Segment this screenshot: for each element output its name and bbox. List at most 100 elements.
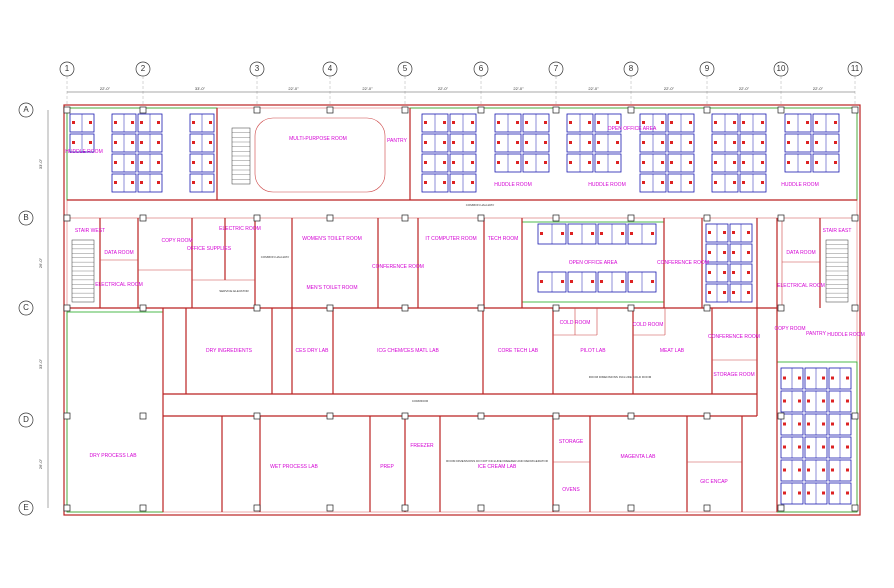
room-label-storage-e: STORAGE ROOM bbox=[713, 372, 754, 378]
column-marker bbox=[552, 504, 560, 512]
room-label-huddle-n2: HUDDLE ROOM bbox=[588, 182, 626, 188]
room-label-electrical-w: ELECTRICAL ROOM bbox=[95, 282, 143, 288]
column-label: 11 bbox=[851, 64, 860, 73]
row-dimension: 26'-0" bbox=[38, 458, 43, 469]
row-bubble-C: C bbox=[18, 300, 34, 316]
room-label-open-office-n: OPEN OFFICE AREA bbox=[608, 126, 657, 132]
column-marker bbox=[326, 214, 334, 222]
room-label-huddle-ne: HUDDLE ROOM bbox=[781, 182, 819, 188]
room-label-prep: PREP bbox=[380, 464, 394, 470]
room-label-open-office-c: OPEN OFFICE AREA bbox=[569, 260, 618, 266]
structural-columns bbox=[63, 106, 859, 512]
room-label-gic-encap: GIC ENCAP bbox=[700, 479, 728, 485]
row-dimension: 33'-0" bbox=[38, 358, 43, 369]
column-marker bbox=[851, 106, 859, 114]
room-labels: HUDDLE ROOM MULTI-PURPOSE ROOM PANTRY OP… bbox=[65, 126, 865, 493]
stair-west-symbol bbox=[71, 239, 95, 303]
column-bubble-7: 7 bbox=[548, 61, 564, 105]
room-label-electric-room: ELECTRIC ROOM bbox=[219, 226, 261, 232]
column-marker bbox=[326, 304, 334, 312]
room-label-data-room-w: DATA ROOM bbox=[104, 250, 133, 256]
room-label-conference-se: CONFERENCE ROOM bbox=[708, 334, 760, 340]
column-marker bbox=[253, 504, 261, 512]
room-label-ces-dry-lab: CES DRY LAB bbox=[296, 348, 330, 354]
column-marker bbox=[401, 304, 409, 312]
room-label-icg-chem: ICG CHEM/CES MATL LAB bbox=[377, 348, 439, 354]
column-bubble-10: 10 bbox=[773, 61, 789, 105]
column-bubble-4: 4 bbox=[322, 61, 338, 105]
column-marker bbox=[851, 304, 859, 312]
workstation-cluster bbox=[494, 113, 550, 173]
column-marker bbox=[627, 106, 635, 114]
row-dimension: 26'-0" bbox=[38, 257, 43, 268]
room-label-electrical-e: ELECTRICAL ROOM bbox=[777, 283, 825, 289]
column-marker bbox=[552, 214, 560, 222]
column-marker bbox=[401, 412, 409, 420]
column-marker bbox=[627, 504, 635, 512]
room-label-dry-ingredients: DRY INGREDIENTS bbox=[206, 348, 253, 354]
room-label-data-room-e: DATA ROOM bbox=[786, 250, 815, 256]
room-label-it-computer: IT COMPUTER ROOM bbox=[425, 236, 476, 242]
workstation-cluster bbox=[537, 271, 657, 293]
column-marker bbox=[703, 304, 711, 312]
column-dimension: 22'-0" bbox=[513, 86, 524, 91]
column-dimension: 33'-0" bbox=[195, 86, 206, 91]
column-bubble-11: 11 bbox=[847, 61, 863, 105]
row-label: C bbox=[23, 303, 29, 312]
column-dimension: 22'-0" bbox=[362, 86, 373, 91]
column-marker bbox=[253, 412, 261, 420]
column-marker bbox=[851, 504, 859, 512]
room-label-cold-room-1: COLD ROOM bbox=[560, 320, 591, 326]
column-marker bbox=[63, 304, 71, 312]
workstation-cluster bbox=[111, 113, 163, 193]
room-label-mens-toilet: MEN'S TOILET ROOM bbox=[307, 285, 358, 291]
room-label-corridor: CORRIDOR bbox=[412, 399, 429, 403]
column-marker bbox=[401, 214, 409, 222]
room-label-cold-room-2: COLD ROOM bbox=[633, 322, 664, 328]
row-bubble-A: A bbox=[18, 102, 34, 118]
column-marker bbox=[401, 106, 409, 114]
column-marker bbox=[63, 412, 71, 420]
room-label-dry-process: DRY PROCESS LAB bbox=[89, 453, 137, 459]
column-marker bbox=[777, 412, 785, 420]
room-label-stair-west: STAIR WEST bbox=[75, 228, 105, 234]
column-marker bbox=[552, 412, 560, 420]
column-bubble-9: 9 bbox=[699, 61, 715, 105]
lab-zone-west bbox=[66, 311, 164, 513]
room-label-conference-e: CONFERENCE ROOM bbox=[657, 260, 709, 266]
room-label-freezer: FREEZER bbox=[410, 443, 434, 449]
room-label-meat-lab: MEAT LAB bbox=[660, 348, 685, 354]
column-bubble-2: 2 bbox=[135, 61, 151, 105]
stair-multipurpose-symbol bbox=[231, 127, 251, 185]
column-marker bbox=[477, 304, 485, 312]
column-marker bbox=[326, 412, 334, 420]
room-label-tech-room: TECH ROOM bbox=[488, 236, 519, 242]
workstation-cluster bbox=[421, 113, 477, 193]
column-dimension: 22'-0" bbox=[100, 86, 111, 91]
column-marker bbox=[139, 106, 147, 114]
room-label-ice-cream: ICE CREAM LAB bbox=[478, 464, 517, 470]
column-marker bbox=[777, 304, 785, 312]
column-label: 2 bbox=[141, 64, 146, 73]
column-label: 9 bbox=[705, 64, 710, 73]
room-label-magenta-lab: MAGENTA LAB bbox=[621, 454, 657, 460]
column-marker bbox=[627, 304, 635, 312]
column-dimension: 22'-0" bbox=[588, 86, 599, 91]
column-marker bbox=[777, 214, 785, 222]
column-dimension: 22'-0" bbox=[813, 86, 824, 91]
column-marker bbox=[63, 504, 71, 512]
column-bubble-5: 5 bbox=[397, 61, 413, 105]
column-bubble-3: 3 bbox=[249, 61, 265, 105]
room-label-pantry-n: PANTRY bbox=[387, 138, 407, 144]
column-label: 4 bbox=[328, 64, 333, 73]
column-marker bbox=[401, 504, 409, 512]
column-bubble-1: 1 bbox=[59, 61, 75, 105]
column-marker bbox=[627, 214, 635, 222]
building-outline bbox=[63, 104, 861, 516]
workstation-cluster bbox=[639, 113, 695, 193]
column-marker bbox=[63, 106, 71, 114]
column-marker bbox=[253, 214, 261, 222]
column-dimension: 22'-0" bbox=[739, 86, 750, 91]
column-bubble-8: 8 bbox=[623, 61, 639, 105]
column-marker bbox=[703, 106, 711, 114]
